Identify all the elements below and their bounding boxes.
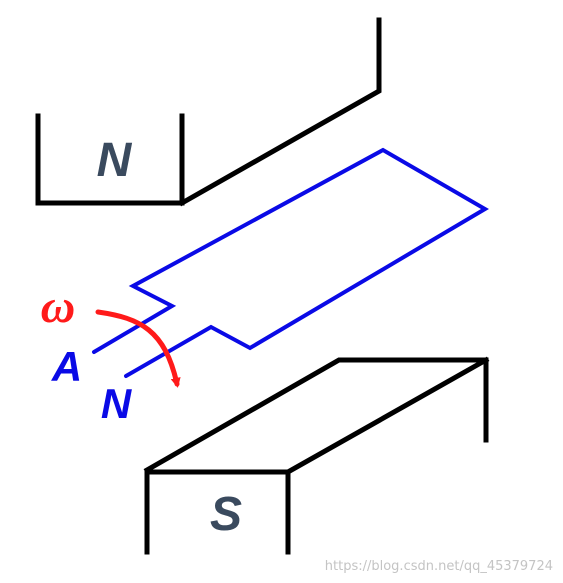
rotation-arrow bbox=[95, 309, 181, 388]
north-magnet-outline bbox=[35, 113, 185, 206]
south-pole-label: S bbox=[210, 488, 242, 541]
south-magnet-outline bbox=[144, 469, 291, 555]
south-magnet-arm bbox=[143, 357, 489, 474]
armature-coil bbox=[92, 147, 489, 378]
north-magnet: N bbox=[35, 17, 382, 207]
terminal-n-label: N bbox=[101, 380, 133, 427]
coil-loop bbox=[92, 147, 489, 378]
north-magnet-arm bbox=[178, 17, 382, 207]
watermark-text: https://blog.csdn.net/qq_45379724 bbox=[325, 559, 553, 574]
rotation-indicator: ω bbox=[41, 280, 181, 388]
angular-velocity-symbol: ω bbox=[41, 280, 76, 333]
north-pole-label: N bbox=[97, 134, 133, 187]
south-magnet-diagonal bbox=[284, 356, 490, 476]
south-magnet: S bbox=[143, 356, 490, 555]
terminal-a-label: A bbox=[51, 343, 82, 390]
